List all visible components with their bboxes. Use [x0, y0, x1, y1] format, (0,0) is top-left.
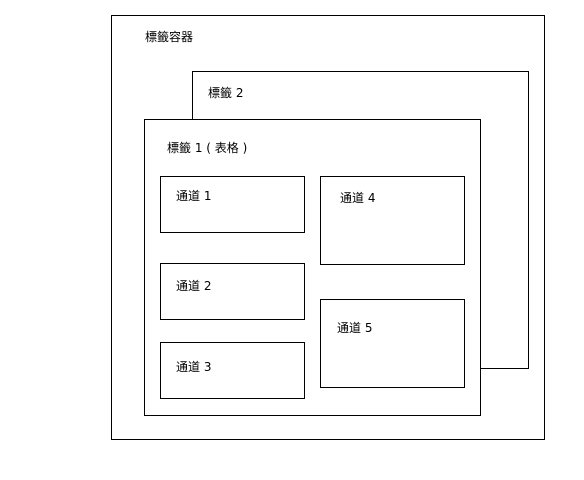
- channel-1-box: [160, 176, 305, 233]
- tab1-label: 標籤 1 ( 表格 ): [167, 141, 248, 155]
- channel-2-label: 通道 2: [176, 279, 212, 293]
- channel-3-label: 通道 3: [176, 360, 212, 374]
- channel-4-box: [320, 176, 465, 265]
- channel-5-box: [320, 299, 465, 388]
- tab2-label: 標籤 2: [208, 86, 244, 100]
- channel-3-box: [160, 342, 305, 399]
- channel-4-label: 通道 4: [340, 191, 376, 205]
- channel-2-box: [160, 263, 305, 320]
- channel-1-label: 通道 1: [176, 189, 212, 203]
- tab-container-label: 標籤容器: [145, 30, 194, 44]
- channel-5-label: 通道 5: [337, 321, 373, 335]
